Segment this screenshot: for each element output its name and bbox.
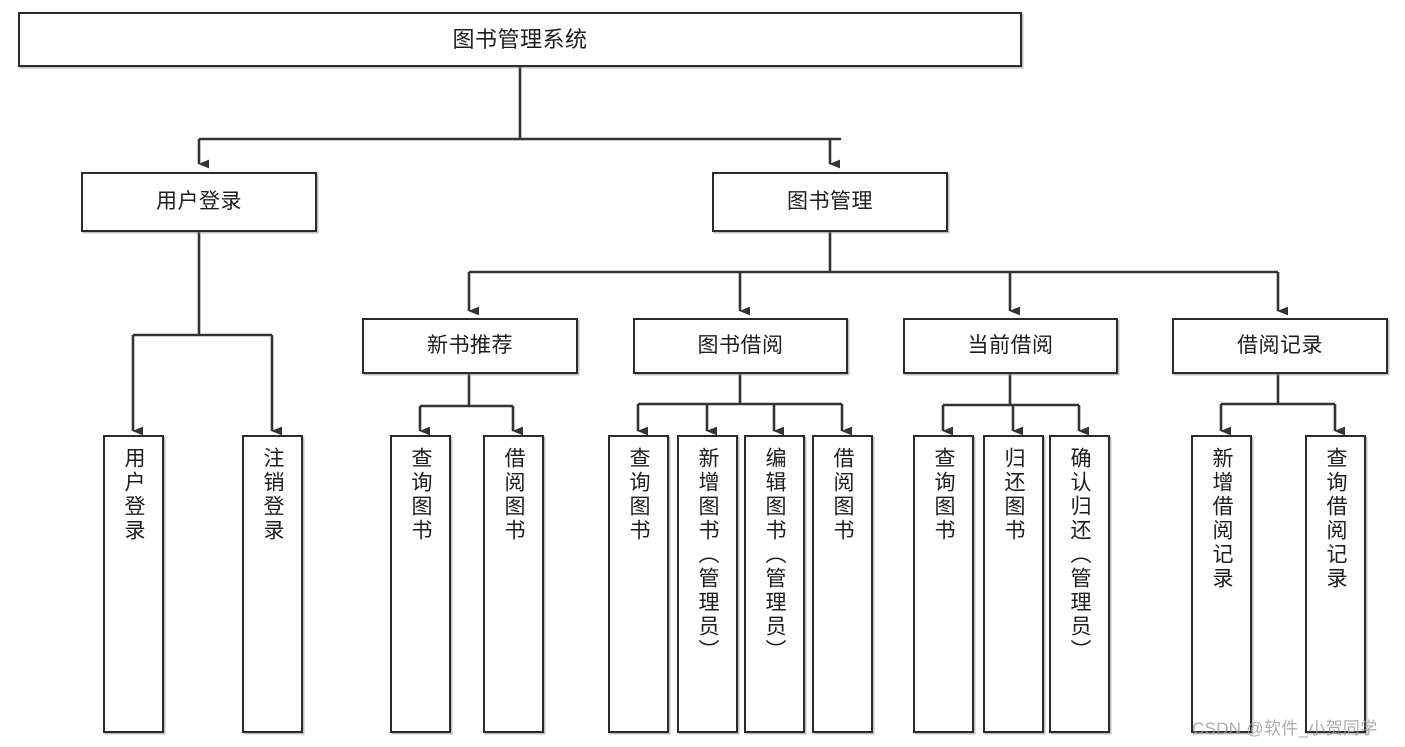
node-label: 借阅图书 [502, 447, 525, 543]
node-label: 新书推荐 [427, 333, 513, 357]
leaf-current-confirm-return-admin[interactable]: 确认归还（管理员） [1049, 435, 1110, 733]
node-label: 编辑图书（管理员） [763, 447, 786, 663]
node-current-borrow[interactable]: 当前借阅 [903, 318, 1118, 374]
node-label: 查询借阅记录 [1324, 447, 1347, 591]
node-user-login[interactable]: 用户登录 [81, 172, 317, 232]
node-label: 图书管理 [787, 189, 873, 213]
leaf-borrow-add-book-admin[interactable]: 新增图书（管理员） [677, 435, 738, 733]
node-label: 查询图书 [627, 447, 650, 543]
node-label: 当前借阅 [967, 333, 1054, 357]
node-label: 确认归还（管理员） [1068, 447, 1091, 663]
leaf-current-return-book[interactable]: 归还图书 [983, 435, 1044, 733]
leaf-borrow-query-book[interactable]: 查询图书 [608, 435, 669, 733]
leaf-borrow-edit-book-admin[interactable]: 编辑图书（管理员） [744, 435, 805, 733]
leaf-new-book-borrow[interactable]: 借阅图书 [483, 435, 544, 733]
node-book-borrow[interactable]: 图书借阅 [633, 318, 848, 374]
node-label: 图书借阅 [697, 333, 784, 357]
node-label: 用户登录 [122, 447, 145, 543]
leaf-user-login-login[interactable]: 用户登录 [103, 435, 164, 733]
node-borrow-record[interactable]: 借阅记录 [1172, 318, 1388, 374]
leaf-record-add-record[interactable]: 新增借阅记录 [1191, 435, 1252, 733]
node-label: 新增借阅记录 [1210, 447, 1233, 591]
leaf-record-query-record[interactable]: 查询借阅记录 [1305, 435, 1366, 733]
leaf-user-login-logout[interactable]: 注销登录 [242, 435, 303, 733]
node-label: 新增图书（管理员） [696, 447, 719, 663]
node-label: 借阅图书 [831, 447, 854, 543]
node-label: 注销登录 [261, 447, 284, 543]
leaf-new-book-query[interactable]: 查询图书 [390, 435, 451, 733]
node-label: 借阅记录 [1237, 333, 1323, 357]
leaf-current-query-book[interactable]: 查询图书 [913, 435, 974, 733]
node-label: 查询图书 [409, 447, 432, 543]
node-label: 归还图书 [1002, 447, 1025, 543]
node-label: 图书管理系统 [452, 26, 588, 52]
node-root-book-management-system[interactable]: 图书管理系统 [18, 12, 1022, 67]
node-new-book-recommend[interactable]: 新书推荐 [362, 318, 578, 374]
node-label: 用户登录 [156, 189, 242, 213]
node-book-management[interactable]: 图书管理 [712, 172, 948, 232]
leaf-borrow-borrow-book[interactable]: 借阅图书 [812, 435, 873, 733]
node-label: 查询图书 [932, 447, 955, 543]
